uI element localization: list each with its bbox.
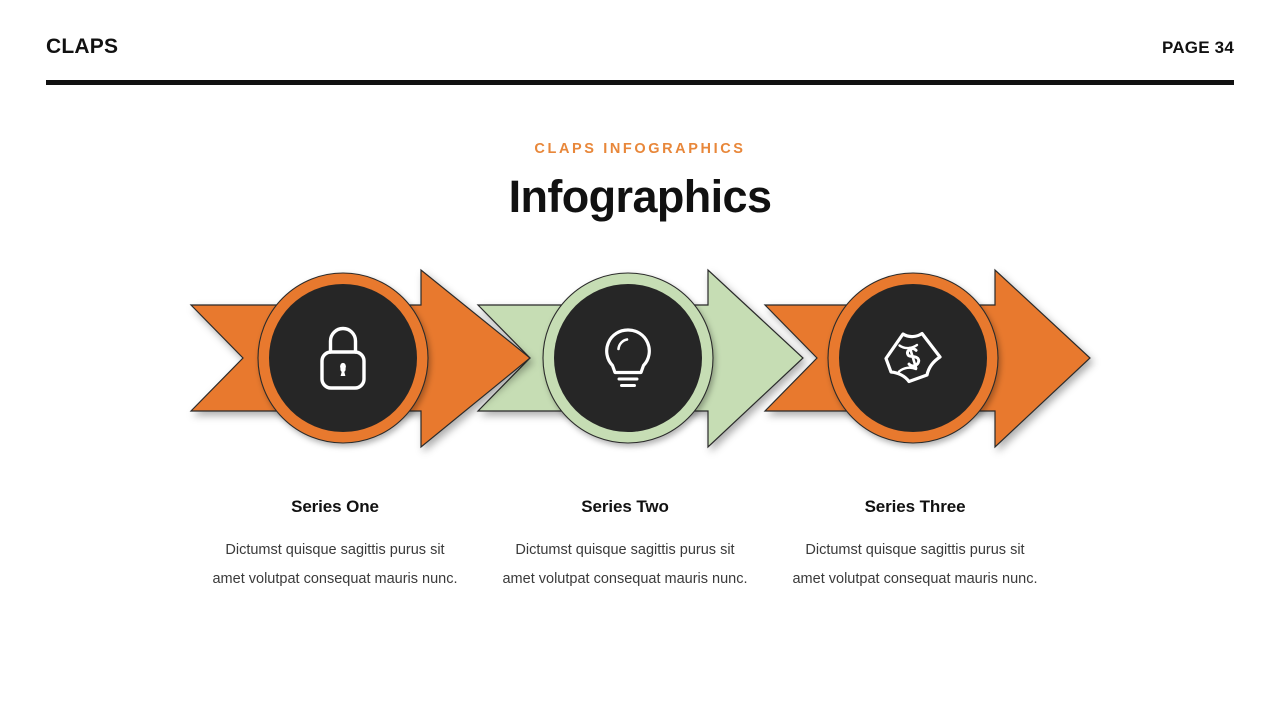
caption-step-1: Series One Dictumst quisque sagittis pur… — [190, 498, 480, 593]
caption-body: Dictumst quisque sagittis purus sit amet… — [212, 542, 458, 587]
caption-body: Dictumst quisque sagittis purus sit amet… — [792, 542, 1038, 587]
page-title: Infographics — [508, 170, 772, 222]
caption-step-3: Series Three Dictumst quisque sagittis p… — [770, 498, 1060, 593]
caption-title: Series One — [291, 497, 379, 516]
caption-step-2: Series Two Dictumst quisque sagittis pur… — [480, 498, 770, 593]
brand-logo-text: CLAPS — [46, 35, 119, 58]
slide-header: CLAPS PAGE 34 — [46, 26, 1234, 88]
step-captions: Series One Dictumst quisque sagittis pur… — [0, 498, 1280, 593]
page-number: PAGE 34 — [1162, 38, 1234, 57]
lightbulb-icon — [605, 328, 651, 387]
money-icon — [884, 331, 942, 384]
process-arrow-diagram — [0, 248, 1280, 473]
caption-title: Series Two — [581, 497, 669, 516]
title-block: CLAPS INFOGRAPHICS Infographics — [0, 142, 1280, 221]
step-badge-3[interactable] — [827, 272, 999, 444]
header-divider — [46, 80, 1234, 85]
step-badge-1[interactable] — [257, 272, 429, 444]
section-eyebrow: CLAPS INFOGRAPHICS — [534, 141, 746, 157]
caption-title: Series Three — [864, 497, 966, 516]
caption-body: Dictumst quisque sagittis purus sit amet… — [502, 542, 748, 587]
lock-icon — [320, 326, 366, 390]
step-badge-2[interactable] — [542, 272, 714, 444]
